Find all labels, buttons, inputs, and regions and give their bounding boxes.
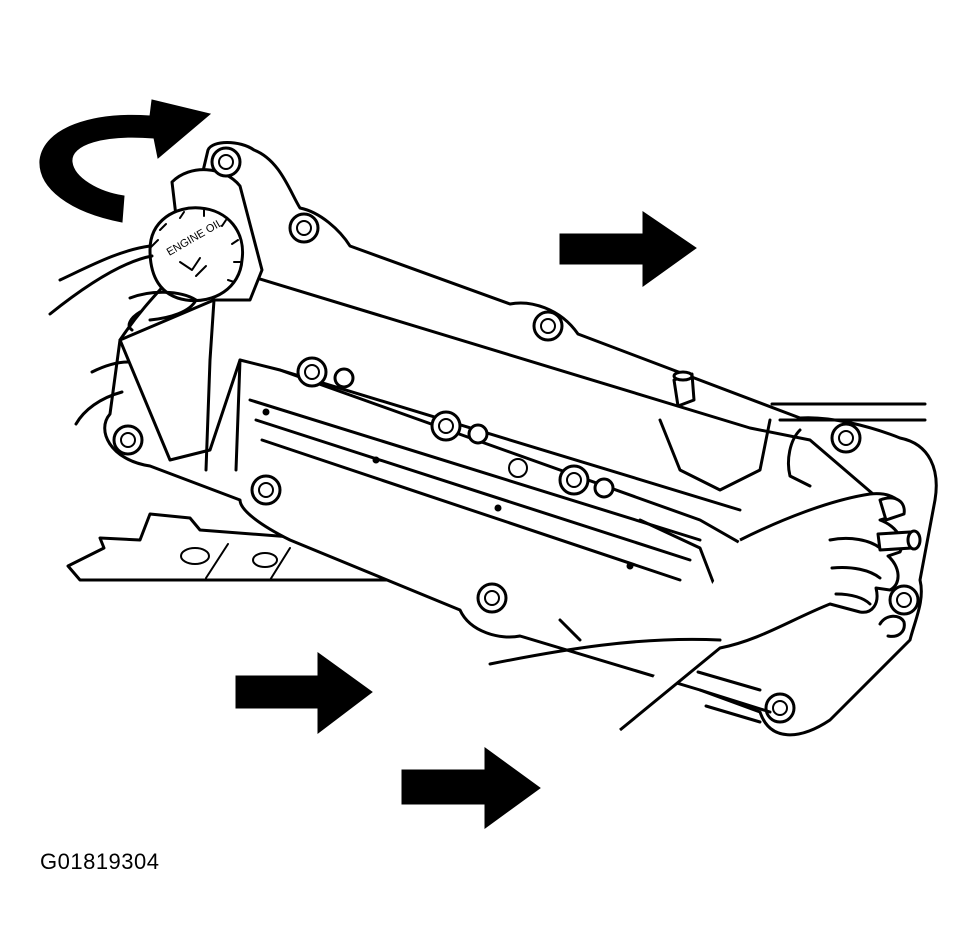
center-bolts xyxy=(262,356,696,570)
cover-bolts xyxy=(112,146,920,724)
slide-right-arrow-bottom xyxy=(401,747,541,829)
bolt-2 xyxy=(288,212,320,244)
left-hand xyxy=(48,244,198,426)
bolt-7 xyxy=(830,422,862,454)
bolt-1 xyxy=(210,146,242,178)
bolt-3 xyxy=(532,310,564,342)
rotate-cap-arrow xyxy=(39,99,212,223)
bolt-6 xyxy=(476,582,508,614)
engine-block-lines xyxy=(696,402,927,724)
figure-id-label: G01819304 xyxy=(40,849,160,874)
slide-right-arrow-middle xyxy=(235,652,373,735)
cylinder-head-plate xyxy=(66,512,392,582)
bolt-4 xyxy=(112,424,144,456)
oil-filler-cap: ENGINE OIL xyxy=(148,206,245,303)
slide-right-arrow-top xyxy=(559,211,697,287)
right-hand xyxy=(488,492,922,732)
bolt-9 xyxy=(764,692,796,724)
bolt-5 xyxy=(250,474,282,506)
bolt-8 xyxy=(888,584,920,616)
